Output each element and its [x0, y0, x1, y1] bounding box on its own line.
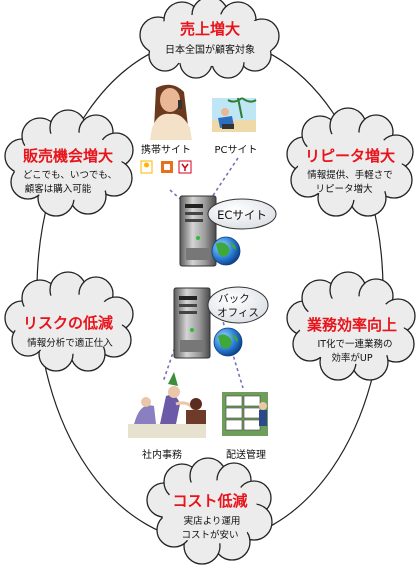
ec-site-bubble: ECサイト: [207, 198, 277, 230]
cloud-desc-line: 情報提供、手軽さで: [307, 169, 393, 181]
office-work-illustration: [128, 372, 206, 438]
cloud-title: 業務効率向上: [306, 316, 397, 334]
back-office-globe-icon: [213, 327, 243, 357]
back-office-label-line: バック: [218, 293, 250, 305]
cloud-risk-reduction: リスクの低減 情報分析で適正仕入: [4, 271, 134, 372]
cloud-desc-line: コストが安い: [181, 529, 238, 541]
cloud-desc-line: 効率がUP: [331, 352, 372, 364]
cloud-title: リスクの低減: [23, 314, 113, 332]
ec-globe-icon: [211, 236, 241, 266]
ec-site-label: ECサイト: [217, 208, 267, 222]
cloud-title: リピータ増大: [305, 147, 395, 165]
cloud-title: コスト低減: [172, 492, 247, 510]
pc-user-illustration: [212, 97, 257, 132]
back-office-server: [173, 287, 211, 359]
cloud-desc-line: 日本全国が顧客対象: [165, 43, 255, 56]
cloud-title: 売上増大: [180, 20, 240, 38]
cloud-sales-increase: 売上増大 日本全国が顧客対象: [139, 0, 280, 79]
cloud-cost-reduction: コスト低減 実店より運用 コストが安い: [146, 457, 273, 565]
pc-site-label: PCサイト: [214, 144, 257, 156]
cloud-sales-opportunity: 販売機会増大 どこでも、いつでも、 顧客は購入可能: [4, 109, 134, 217]
cloud-desc-line: 情報分析で適正仕入: [27, 337, 113, 349]
cloud-desc-line: 実店より運用: [184, 515, 241, 527]
back-office-bubble: バック オフィス: [207, 286, 269, 324]
mobile-site-label: 携帯サイト: [141, 143, 191, 156]
shipping-illustration: [222, 392, 268, 436]
cloud-efficiency-improvement: 業務効率向上 IT化で一連業務の 効率がUP: [286, 271, 416, 381]
office-work-label: 社内事務: [142, 448, 182, 461]
cloud-repeater-increase: リピータ増大 情報提供、手軽さで リピータ増大: [286, 107, 414, 217]
cloud-title: 販売機会増大: [23, 147, 113, 165]
cloud-desc-line: 顧客は購入可能: [25, 183, 92, 195]
back-office-label-line: オフィス: [217, 307, 259, 319]
cloud-desc-line: どこでも、いつでも、: [23, 170, 117, 181]
ec-server: [179, 195, 217, 267]
carrier-logos: [140, 160, 192, 174]
mobile-user-illustration: [150, 84, 192, 140]
shipping-label: 配送管理: [226, 448, 266, 461]
cloud-desc-line: IT化で一連業務の: [317, 338, 392, 350]
cloud-desc-line: リピータ増大: [315, 183, 373, 195]
